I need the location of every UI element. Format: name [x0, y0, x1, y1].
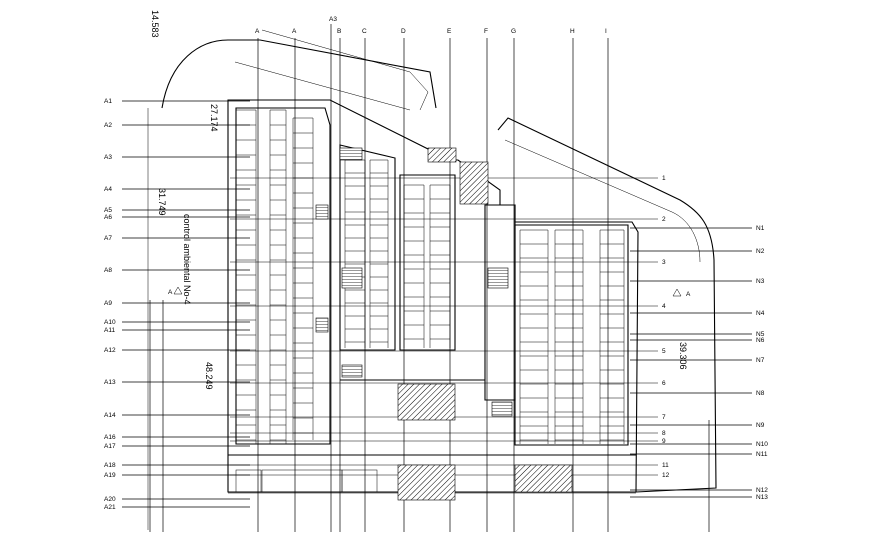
dimension-31749: 31.749: [157, 188, 167, 216]
row-number: 3: [662, 259, 666, 266]
section-marker-left: A: [168, 289, 173, 296]
row-label: A21: [104, 504, 116, 511]
column-label: C: [362, 28, 367, 35]
row-label: N4: [756, 310, 765, 317]
row-number: 11: [662, 462, 669, 469]
column-label: G: [511, 28, 516, 35]
column-label: E: [447, 28, 452, 35]
row-label: A9: [104, 300, 112, 307]
row-label: A13: [104, 379, 116, 386]
row-number: 12: [662, 472, 670, 479]
section-marker-right: A: [686, 291, 691, 298]
row-label: A16: [104, 434, 116, 441]
row-label: N13: [756, 494, 768, 501]
row-label: A7: [104, 235, 112, 242]
column-grid: [149, 24, 710, 532]
column-label: F: [484, 28, 488, 35]
area-annotation: control ambiental No-4: [182, 214, 192, 305]
row-label: A17: [104, 443, 116, 450]
annotations: control ambiental No-4 A A: [168, 214, 691, 305]
dimension-39306: 39.306: [678, 342, 688, 370]
hatched-zones: [315, 147, 573, 501]
row-label: N2: [756, 248, 765, 255]
row-label: A6: [104, 214, 112, 221]
row-label: A12: [104, 347, 116, 354]
row-label: A20: [104, 496, 116, 503]
column-label: B: [337, 28, 341, 35]
row-number: 1: [662, 175, 666, 182]
room-partitions: [235, 109, 625, 444]
row-number: 6: [662, 380, 666, 387]
row-label: N7: [756, 357, 765, 364]
row-label: N5: [756, 331, 765, 338]
row-label: A3: [104, 154, 112, 161]
section-triangle-left: [173, 286, 183, 295]
dimension-labels: 14.583 27.174 31.749 48.249 39.306: [150, 10, 688, 390]
row-number: 8: [662, 430, 666, 437]
row-label: A14: [104, 412, 116, 419]
row-label: N10: [756, 441, 768, 448]
top-marker-label: A3: [329, 16, 337, 23]
column-label: D: [401, 28, 406, 35]
column-label: I: [605, 28, 607, 35]
row-label: A1: [104, 98, 112, 105]
section-triangle-right: [672, 288, 682, 297]
dimension-14583: 14.583: [150, 10, 160, 38]
row-number: 5: [662, 348, 666, 355]
row-label: A18: [104, 462, 116, 469]
column-label: A: [292, 28, 297, 35]
row-label: N11: [756, 451, 768, 458]
row-label: A4: [104, 186, 112, 193]
row-label: N8: [756, 390, 765, 397]
site-boundary: [147, 29, 717, 530]
row-label: A5: [104, 207, 112, 214]
row-label: A10: [104, 319, 116, 326]
row-label: A11: [104, 327, 115, 334]
dimension-48249: 48.249: [204, 362, 214, 390]
row-label: N9: [756, 422, 765, 429]
row-number: 4: [662, 303, 666, 310]
row-label: N3: [756, 278, 765, 285]
left-row-labels: A1A2A3A4A5A6A7A8A9A10A11A12A13A14A16A17A…: [104, 98, 116, 511]
row-label: A19: [104, 472, 116, 479]
row-label: N6: [756, 337, 765, 344]
row-number: 7: [662, 414, 666, 421]
row-number: 9: [662, 438, 666, 445]
column-label: H: [570, 28, 575, 35]
column-label: A: [255, 28, 260, 35]
row-label: A8: [104, 267, 112, 274]
dimension-27174: 27.174: [209, 104, 219, 132]
row-label: N12: [756, 487, 768, 494]
row-number: 2: [662, 216, 666, 223]
row-label: A2: [104, 122, 112, 129]
row-label: N1: [756, 225, 765, 232]
